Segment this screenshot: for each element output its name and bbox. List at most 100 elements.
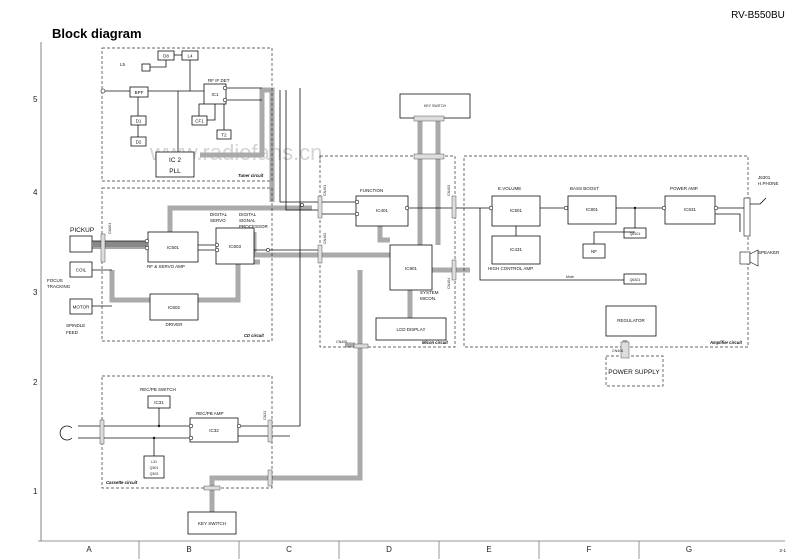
motor-block [69,298,93,315]
key-switch-label: KEY SWITCH [198,521,226,526]
hphone-label: H.PHONE [758,181,779,186]
grid-row-label: 2 [33,378,38,387]
driver-label: DRIVER [165,322,183,327]
rf-servo-label: RF & SERVO AMP [147,264,185,269]
rec-pb-amp-label: REC/PB AMP [196,411,224,416]
d8-label: D8 [163,54,169,59]
cf1-block [191,115,208,126]
grid-row-label: 3 [33,288,38,297]
cd-circuit-outline [101,187,273,342]
coil-label: COIL [76,268,87,273]
micon-circuit: KEY SWITCH FUNCTION IC401 IC901 SYSTEM M… [317,93,471,349]
ic32-block [189,417,239,443]
ic32-label: IC32 [209,428,219,433]
grid-rows: 5 4 3 2 1 [33,95,38,496]
speaker-label: SPEAKER [758,250,780,255]
d2-block [130,136,147,147]
nf-label: NF [591,249,597,254]
cassette-circuit: REC/PB SWITCH IC31 REC/PB AMP IC32 L31 Q… [59,88,301,535]
key-switch-top-label: KEY SWITCH [424,104,447,108]
bpf-block [129,86,149,98]
page-title: Block diagram [52,26,142,41]
bass-boost-label: BASS BOOST [570,186,599,191]
l31-label: L31 [151,460,157,464]
j6301-label: J6301 [758,175,771,180]
cn406-label: CN406 [612,349,623,353]
ic501-block [491,195,541,227]
q303-label: Q303 [150,472,159,476]
q6301-block [623,273,647,285]
system-label-1: SYSTEM [420,290,439,295]
ic901-block [389,244,433,291]
ic901-label: IC901 [405,266,418,271]
d1-label: D1 [136,119,142,124]
grid-col-label: C [286,545,292,554]
grid-col-label: F [587,545,592,554]
d2-label: D2 [136,140,142,145]
q6101-label: Q6101 [630,232,641,236]
dsp-label-3: DIGITAL [239,212,257,217]
ic401-block [355,195,409,227]
key-switch-block [187,511,237,535]
cd-circuit-label: CD circuit [244,333,264,338]
cassette-circuit-label: Cassette circuit [106,480,138,485]
rec-pb-switch-label: REC/PB SWITCH [140,387,176,392]
power-supply-outline [605,355,664,387]
l4-label: L4 [187,54,193,59]
grid-row-label: 5 [33,95,38,104]
ic1-label: IC1 [211,92,219,97]
ic631-block [664,195,716,225]
tracking-label: TRACKING [47,284,71,289]
d1-block [130,115,147,126]
pickup-label: PICKUP [70,227,94,234]
grid-col-label: D [386,545,392,554]
dsp-label-2: SERVO [210,218,226,223]
ic601-label: IC601 [167,245,180,250]
dsp-label-4: SIGNAL [239,218,256,223]
ic431-block [491,235,541,265]
t2-label: T2 [221,133,227,138]
pll-label: PLL [169,168,181,175]
ic2-block [155,151,195,178]
cd-circuit: PICKUP COIL FOCUS TRACKING MOTOR SPINDLE… [47,212,269,335]
q6301-label: Q6301 [630,278,641,282]
evolume-label: E.VOLUME [498,186,521,191]
cn405-label: CN405 [336,340,347,344]
grid-row-label: 1 [33,487,38,496]
grid-col-label: E [486,545,491,554]
l5-label: L5 [120,62,126,67]
mute-label: Mute [566,275,574,279]
power-supply-label: POWER SUPPLY [608,369,660,376]
amplifier-circuit-label: Amplifier circuit [709,340,742,345]
feed-label: FEED [66,330,79,335]
grid-col-label: A [86,545,92,554]
function-label: FUNCTION [360,188,383,193]
l5-block [141,63,151,72]
system-label-2: MICON. [420,296,436,301]
cn404-label: CN404 [447,278,451,289]
key-switch-top-block [399,93,471,119]
high-control-label: HIGH CONTROL AMP. [488,266,534,271]
cn403-label: CN403 [447,185,451,196]
amplifier-circuit-outline [463,155,749,348]
ic801-label: IC801 [586,207,599,212]
ic501-label: IC501 [510,208,523,213]
grid-cols: A B C D E F G [86,541,692,559]
cn401-label: CN401 [323,185,327,196]
ic801-block [567,195,617,225]
lcd-display-block [375,317,447,341]
ic401-label: IC401 [376,208,389,213]
motor-label: MOTOR [73,305,90,310]
page-number: 2-1 [779,548,786,553]
pickup-block [69,235,93,253]
cassette-circuit-outline [101,375,273,489]
ic631-label: IC631 [684,207,697,212]
cn601-label: CN601 [108,223,112,234]
ic602-label: IC602 [168,305,181,310]
ic31-label: IC31 [154,400,164,405]
tuner-circuit-outline [101,47,273,182]
coil-block [69,261,93,278]
regulator-label: REGULATOR [617,318,645,323]
spindle-label: SPINDLE [66,323,85,328]
lcd-display-label: LCD DISPLAY [397,327,426,332]
